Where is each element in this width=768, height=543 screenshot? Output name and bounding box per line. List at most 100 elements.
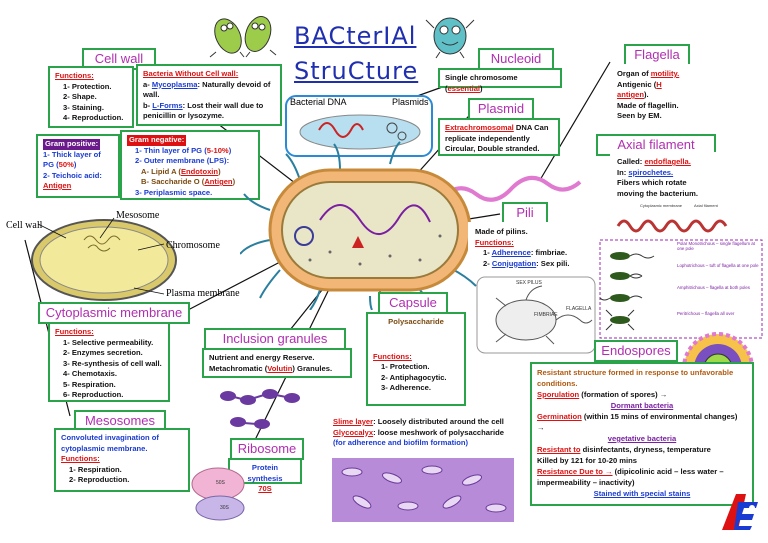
pili-figure	[476, 276, 596, 354]
inset-dna-label: Bacterial DNA	[290, 97, 347, 107]
title-line-2: StruCture	[294, 57, 419, 85]
flag-type-2: Lophotrichous – tuft of flagella at one …	[677, 263, 759, 268]
pili-f1-prefix: 1-	[483, 248, 492, 257]
cyto-function-2: 2- Enzymes secretion.	[63, 348, 143, 357]
flag-types-top1: Cytoplasmic membrane	[640, 203, 683, 208]
no-wall-box: Bacteria Without Cell wall: a- Mycoplasm…	[136, 64, 282, 126]
mycoplasma-text: : Naturally devoid of wall.	[143, 79, 271, 100]
resistance-due-text: (dipicolinic acid – less water – imperme…	[537, 467, 724, 487]
cyto-function-5: 5- Respiration.	[63, 379, 116, 389]
ribosome-70s: 70S	[258, 484, 272, 493]
cyto-function-1: 1- Selective permeability.	[63, 337, 154, 347]
pili-line-1: Made of pilins.	[475, 227, 528, 236]
germination-text: (within 15 mins of environmental changes…	[537, 412, 738, 432]
h-antigen-label: H antigen	[617, 79, 662, 100]
resistant-to-text: disinfectants, dryness, temperature	[580, 445, 711, 454]
motility-label: motility.	[650, 69, 680, 78]
capsule-box: Polysaccharide Functions: 1- Protection.…	[366, 312, 466, 406]
plasma-membrane-fig-label: Plasma membrane	[166, 288, 240, 299]
mesosomes-text: Convoluted invagination of cytoplasmic m…	[61, 433, 159, 453]
gram-negative-line-5: 3- Periplasmic space.	[135, 187, 213, 197]
cell-wall-functions-box: Functions: 1- Protection. 2- Shape. 3- S…	[48, 66, 134, 128]
killed-by-text: Killed by 121 for 10-20 mins	[537, 456, 638, 465]
ribosome-header: Ribosome	[230, 438, 304, 460]
plasmid-header: Plasmid	[468, 98, 534, 120]
conjugation-label: Conjugation	[491, 258, 537, 268]
gram-negative-line-3: A- Lipid A (	[141, 166, 181, 176]
capsule-function-3: 3- Adherence.	[381, 383, 431, 392]
inclusion-granules-header: Inclusion granules	[204, 328, 346, 350]
chromosome-fig-label: Chromosome	[166, 240, 220, 251]
biofilm-image	[332, 458, 514, 522]
flagella-pointer	[539, 61, 611, 181]
cyto-function-6: 6- Reproduction.	[63, 390, 124, 399]
adherence-label: Adherence	[491, 248, 531, 257]
ribosome-50s-label: 50S	[216, 480, 225, 486]
flagella-line-4: Seen by EM.	[617, 111, 662, 120]
special-stains: Stained with special stains	[593, 489, 691, 498]
pili-f2-prefix: 2-	[483, 258, 492, 268]
slime-c-text: (for adherence and biofilm formation)	[333, 438, 469, 447]
nucleoid-header: Nucleoid	[478, 48, 554, 70]
fimbriae-label: FIMBRIAE	[534, 312, 558, 318]
flagella-types-figure	[599, 219, 763, 339]
pili-box: Made of pilins. Functions: 1- Adherence:…	[468, 222, 580, 272]
cyto-pointer	[187, 261, 281, 311]
nucleoid-box: Single chromosome (essential)	[438, 68, 562, 93]
gram-negative-line-3-end: )	[218, 166, 221, 176]
no-wall-b-prefix: b-	[143, 100, 153, 110]
flagella-header: Flagella	[624, 44, 690, 66]
nucleoid-text: Single chromosome (	[445, 73, 518, 93]
axial-line-3: Fibers which rotate moving the bacterium…	[617, 178, 699, 198]
axial-filament-header: Axial filament	[596, 134, 716, 156]
spirochetes-label: spirochetes.	[628, 167, 674, 177]
resistant-to-label: Resistant to	[537, 445, 581, 454]
flagella-box: Organ of motility. Antigenic (H antigen)…	[610, 64, 702, 120]
gram-positive-title: Gram positive:	[43, 139, 101, 150]
inclusion-line-1: Nutrient and energy Reserve.	[209, 353, 315, 362]
gram-negative-line-4-end: )	[232, 177, 236, 186]
gram-negative-pct: 5-10%	[206, 145, 229, 155]
cytoplasmic-membrane-header: Cytoplasmic membrane	[38, 302, 190, 324]
capsule-function-2: 2- Antiphagocytic.	[381, 372, 447, 382]
plasmid-box: Extrachromosomal DNA Can replicate indep…	[438, 118, 560, 156]
flagella-fig-label: FLAGELLA	[566, 306, 592, 312]
ribosome-box: Protein synthesis 70S	[228, 458, 302, 493]
gram-positive-line-1: 1- Thick layer of PG (	[43, 149, 101, 170]
endoflagella-label: endoflagella.	[644, 157, 691, 166]
endospores-line-1: Resistant structure formed in response t…	[537, 368, 734, 388]
cell-wall-fig-label: Cell wall	[6, 220, 43, 231]
inclusion-box: Nutrient and energy Reserve. Metachromat…	[202, 348, 352, 378]
cyto-function-4: 4- Chemotaxis.	[63, 369, 118, 378]
glycocalyx-label: Glycocalyx	[333, 427, 374, 437]
capsule-function-1: 1- Protection.	[381, 362, 430, 371]
cell-wall-function-2: 2- Shape.	[63, 92, 97, 101]
capsule-sub: Polysaccharide	[388, 317, 444, 326]
slime-box: Slime layer: Loosely distributed around …	[326, 412, 518, 456]
cyto-functions-label: Functions:	[55, 327, 94, 336]
axial-filament-box: Called: endoflagella. In: spirochetes. F…	[610, 152, 716, 198]
capsule-header: Capsule	[378, 292, 448, 314]
cyto-function-3: 3- Re-synthesis of cell wall.	[63, 358, 162, 368]
dormant-bacteria: Dormant bacteria	[610, 401, 674, 410]
bacterium-illustration	[240, 141, 582, 310]
bacteria-cartoon-icon	[209, 16, 277, 58]
gram-negative-antigen: Antigen	[204, 177, 233, 186]
slime-layer-text: : Loosely distributed around the cell	[373, 417, 504, 426]
flag-type-3: Amphitrichous – flagella at both poles	[677, 285, 750, 290]
pili-f1-text: : fimbriae.	[530, 248, 568, 257]
ribosome-figure	[191, 467, 245, 521]
mesosome-fig-label: Mesosome	[116, 210, 160, 221]
pili-functions-label: Functions:	[475, 237, 514, 247]
flagellum-shape	[438, 176, 582, 202]
ribosome-30s-label: 30S	[220, 505, 229, 511]
sporulation-text: (formation of spores) →	[579, 390, 668, 399]
vegetative-bacteria: vegetative bacteria	[607, 434, 677, 443]
axial-line-2: In:	[617, 167, 629, 177]
gram-negative-line-1: 1- Thin layer of PG (	[135, 145, 207, 155]
gram-negative-box: Gram negative: 1- Thin layer of PG (5-10…	[120, 130, 260, 200]
cell-wall-function-4: 4- Reproduction.	[63, 113, 124, 122]
inclusion-line-2-end: ) Granules.	[292, 363, 333, 373]
sex-pilus-label: SEX PILUS	[516, 280, 542, 286]
endotoxin-label: Endotoxin	[180, 166, 219, 176]
